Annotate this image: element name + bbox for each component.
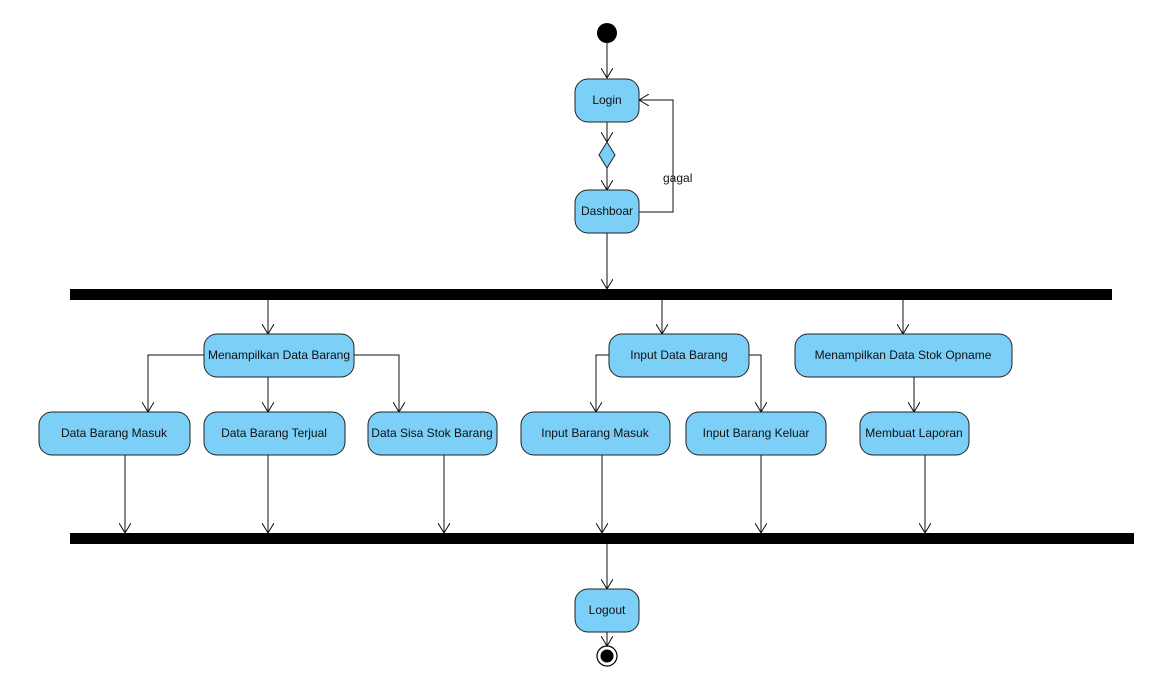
edge-dashboard-login-gagal [639, 100, 674, 213]
activity-data-sisa-stok-barang: Data Sisa Stok Barang [367, 411, 498, 456]
activity-menampilkan-stok-opname: Menampilkan Data Stok Opname [794, 333, 1013, 378]
activity-input-barang-keluar: Input Barang Keluar [685, 411, 827, 456]
edge-input-masuk [596, 354, 609, 412]
activity-menampilkan-stok-opname-label: Menampilkan Data Stok Opname [815, 348, 992, 362]
edge-menampilkan-sisa [354, 354, 399, 412]
activity-menampilkan-data-barang: Menampilkan Data Barang [203, 333, 355, 378]
initial-node [597, 23, 617, 43]
activity-data-sisa-stok-barang-label: Data Sisa Stok Barang [371, 426, 492, 440]
activity-input-data-barang: Input Data Barang [608, 333, 750, 378]
activity-data-barang-masuk-label: Data Barang Masuk [61, 426, 168, 440]
edge-menampilkan-masuk [148, 354, 204, 412]
activity-input-data-barang-label: Input Data Barang [630, 348, 727, 362]
activity-membuat-laporan-label: Membuat Laporan [865, 426, 962, 440]
activity-data-barang-terjual-label: Data Barang Terjual [221, 426, 327, 440]
guard-gagal-label: gagal [663, 171, 692, 185]
activity-input-barang-masuk-label: Input Barang Masuk [541, 426, 649, 440]
activity-dashboard: Dashboar [574, 189, 640, 234]
activity-data-barang-terjual: Data Barang Terjual [203, 411, 346, 456]
join-bar [70, 533, 1134, 544]
activity-logout-label: Logout [589, 603, 626, 617]
activity-login: Login [574, 78, 640, 123]
activity-input-barang-masuk: Input Barang Masuk [520, 411, 671, 456]
activity-login-label: Login [592, 93, 621, 107]
activity-logout: Logout [574, 588, 640, 633]
final-node [596, 645, 618, 667]
fork-bar [70, 289, 1112, 300]
activity-dashboard-label: Dashboar [581, 204, 633, 218]
activity-menampilkan-data-barang-label: Menampilkan Data Barang [208, 348, 350, 362]
edges [125, 43, 925, 646]
activity-data-barang-masuk: Data Barang Masuk [38, 411, 191, 456]
activity-membuat-laporan: Membuat Laporan [859, 411, 970, 456]
activity-input-barang-keluar-label: Input Barang Keluar [703, 426, 810, 440]
edge-input-keluar [749, 354, 761, 412]
decision-node [598, 141, 616, 169]
